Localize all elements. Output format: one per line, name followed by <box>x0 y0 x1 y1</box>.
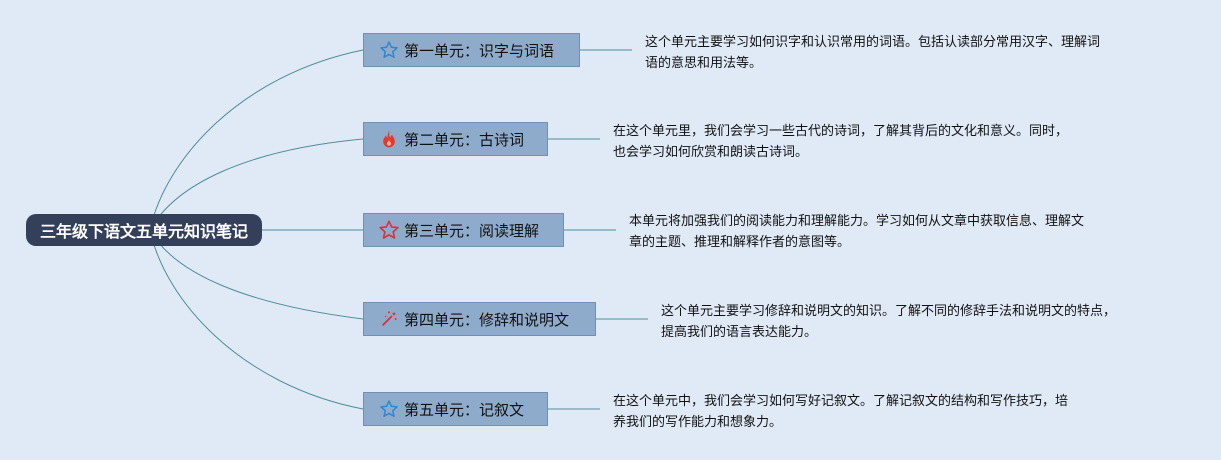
branch-connector-1 <box>149 49 364 231</box>
description-line: 提高我们的语言表达能力。 <box>661 325 818 340</box>
description-line: 语的意思和用法等。 <box>645 56 763 71</box>
star-outline-icon <box>378 39 400 61</box>
root-topic[interactable]: 三年级下语文五单元知识笔记 <box>26 214 262 246</box>
unit-node-5[interactable]: 第五单元：记叙文 <box>363 392 548 426</box>
unit-label-5: 第五单元：记叙文 <box>404 400 525 419</box>
unit-label-2: 第二单元：古诗词 <box>404 130 525 149</box>
unit-node-1[interactable]: 第一单元：识字与词语 <box>363 33 580 67</box>
branch-connector-2 <box>149 138 364 231</box>
description-line: 在这个单元里，我们会学习一些古代的诗词，了解其背后的文化和意义。同时， <box>613 124 1069 139</box>
description-line: 本单元将加强我们的阅读能力和理解能力。学习如何从文章中获取信息、理解文 <box>629 214 1085 229</box>
branch-connector-4 <box>149 229 364 320</box>
description-line: 这个单元主要学习如何识字和认识常用的词语。包括认读部分常用汉字、理解词 <box>645 35 1101 50</box>
unit-node-3[interactable]: 第三单元：阅读理解 <box>363 213 564 247</box>
description-line: 这个单元主要学习修辞和说明文的知识。了解不同的修辞手法和说明文的特点， <box>661 304 1117 319</box>
star-outline-icon <box>378 398 400 420</box>
magic-wand-icon <box>378 308 400 330</box>
unit-description-1: 这个单元主要学习如何识字和认识常用的词语。包括认读部分常用汉字、理解词 语的意思… <box>645 32 1100 74</box>
branch-connector-5 <box>149 229 364 410</box>
unit-label-1: 第一单元：识字与词语 <box>404 41 555 60</box>
unit-description-3: 本单元将加强我们的阅读能力和理解能力。学习如何从文章中获取信息、理解文 章的主题… <box>629 211 1084 253</box>
unit-node-4[interactable]: 第四单元：修辞和说明文 <box>363 302 596 336</box>
unit-description-2: 在这个单元里，我们会学习一些古代的诗词，了解其背后的文化和意义。同时， 也会学习… <box>613 121 1068 163</box>
description-line: 章的主题、推理和解释作者的意图等。 <box>629 235 851 250</box>
unit-node-2[interactable]: 第二单元：古诗词 <box>363 122 548 156</box>
star-outline-red-icon <box>378 219 400 241</box>
unit-description-4: 这个单元主要学习修辞和说明文的知识。了解不同的修辞手法和说明文的特点， 提高我们… <box>661 301 1116 343</box>
description-line: 养我们的写作能力和想象力。 <box>613 415 783 430</box>
description-line: 也会学习如何欣赏和朗读古诗词。 <box>613 145 809 160</box>
unit-label-4: 第四单元：修辞和说明文 <box>404 310 570 329</box>
unit-description-5: 在这个单元中，我们会学习如何写好记叙文。了解记叙文的结构和写作技巧，培 养我们的… <box>613 391 1068 433</box>
unit-label-3: 第三单元：阅读理解 <box>404 221 540 240</box>
fire-icon <box>378 128 400 150</box>
description-line: 在这个单元中，我们会学习如何写好记叙文。了解记叙文的结构和写作技巧，培 <box>613 394 1069 409</box>
